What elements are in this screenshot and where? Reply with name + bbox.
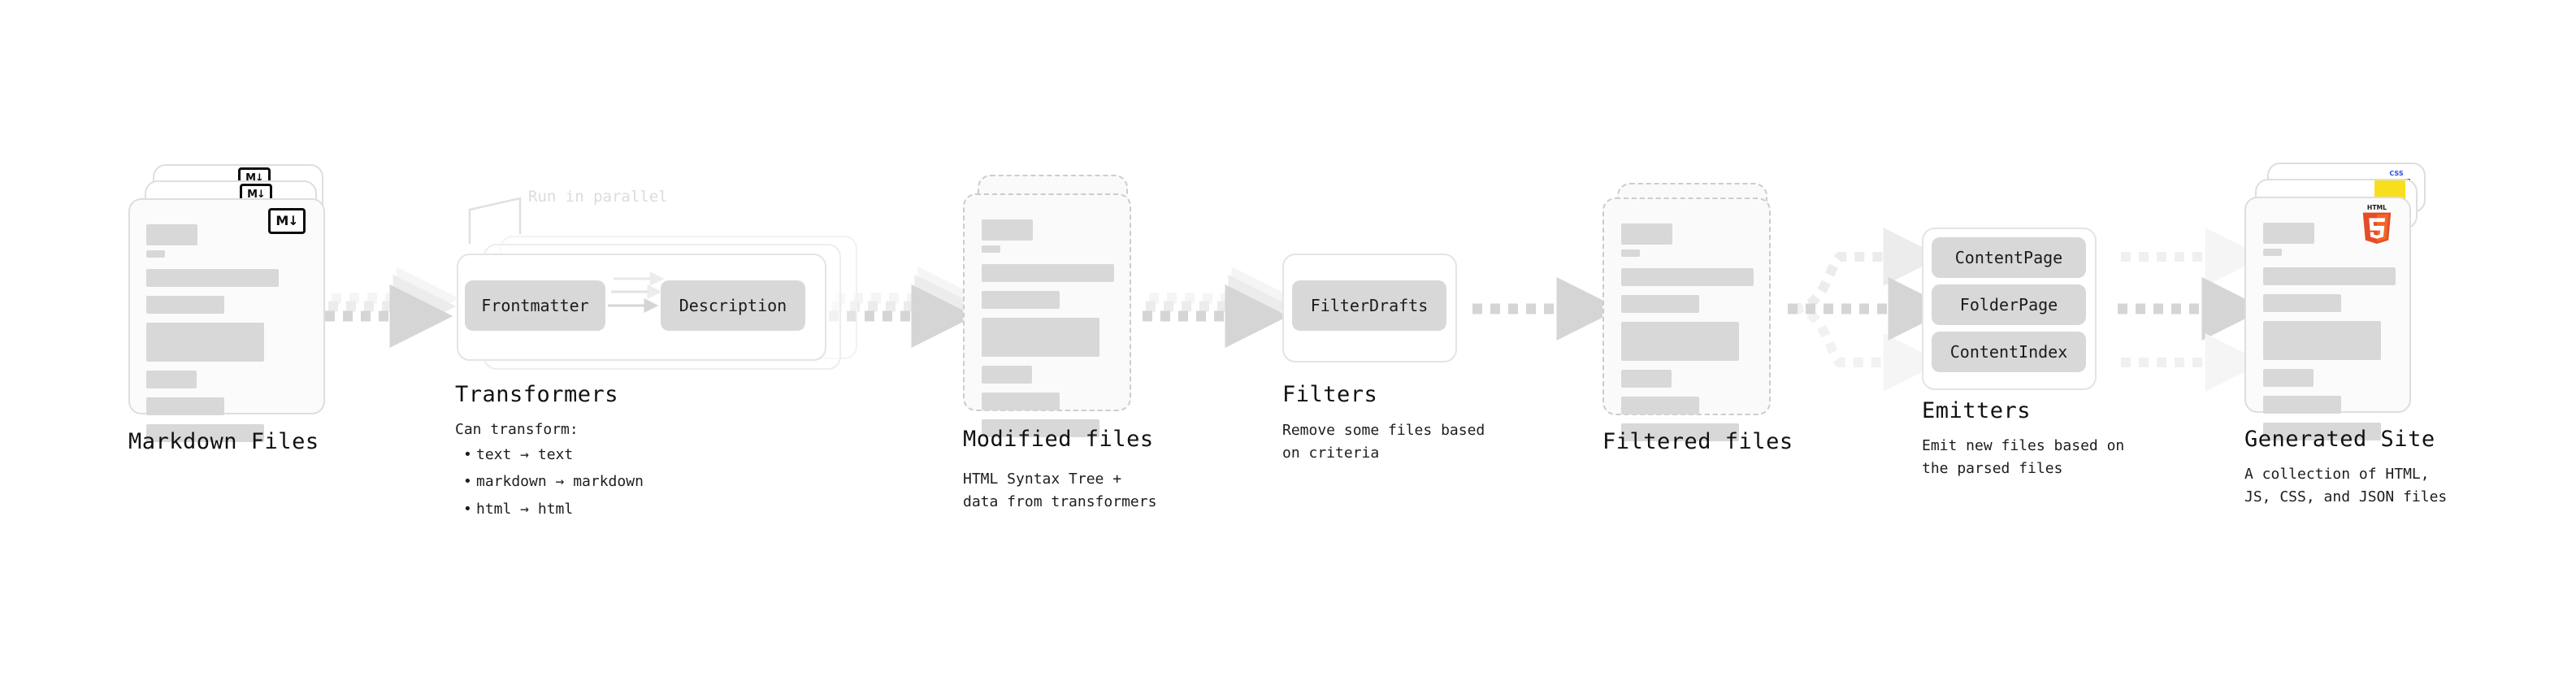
content-bar	[982, 419, 1099, 437]
content-bar	[146, 397, 224, 415]
stage-title-modified-files: Modified files	[963, 427, 1154, 452]
stage-subtitle-modified-files: HTML Syntax Tree + data from transformer…	[963, 471, 1157, 510]
connector-filtered-to-emitters	[1788, 228, 1952, 392]
filter-pill-filterdrafts[interactable]: FilterDrafts	[1292, 280, 1446, 331]
content-bar	[982, 291, 1060, 309]
content-bar	[1621, 322, 1739, 361]
stage-title-generated-site: Generated Site	[2244, 427, 2435, 452]
transformers-list-head: Can transform:	[455, 421, 579, 438]
content-bar	[2263, 423, 2381, 440]
content-bar	[982, 264, 1114, 282]
content-bar	[146, 250, 165, 258]
stage-title-markdown-files: Markdown Files	[128, 429, 319, 454]
bullet-dot-icon: •	[463, 473, 472, 491]
content-bar	[982, 393, 1060, 410]
content-bar	[2263, 321, 2381, 360]
markdown-icon-label: M↓	[275, 213, 298, 228]
list-item: •text → text	[463, 441, 644, 468]
connector-emitters-to-site	[2118, 228, 2266, 392]
content-bar	[982, 219, 1033, 241]
content-bar	[982, 366, 1032, 384]
emitter-pill-folderpage[interactable]: FolderPage	[1932, 284, 2086, 325]
content-bar	[146, 224, 197, 245]
emitter-pill-contentpage[interactable]: ContentPage	[1932, 237, 2086, 278]
stage-title-emitters: Emitters	[1922, 398, 2032, 423]
content-bar	[2263, 396, 2341, 414]
content-bar	[2263, 267, 2396, 285]
stage-subtitle-emitters: Emit new files based on the parsed files	[1922, 437, 2125, 477]
markdown-icon-label-mid: M↓	[247, 189, 266, 201]
content-bar	[146, 269, 279, 287]
content-bar	[1621, 397, 1699, 414]
content-bar	[146, 323, 264, 362]
modified-card-content	[982, 219, 1120, 446]
content-bar	[146, 371, 197, 388]
list-item-label: text → text	[476, 446, 574, 463]
list-item-label: markdown → markdown	[476, 473, 644, 491]
transformer-pill-description[interactable]: Description	[661, 280, 805, 331]
site-card-content	[2263, 223, 2401, 449]
stage-title-filters: Filters	[1282, 382, 1378, 407]
run-in-parallel-label: Run in parallel	[528, 188, 668, 206]
bullet-dot-icon: •	[463, 446, 472, 463]
list-item-label: html → html	[476, 500, 574, 518]
connector-modified-to-filters	[1143, 267, 1295, 348]
content-bar	[2263, 223, 2314, 244]
bullet-dot-icon: •	[463, 500, 472, 518]
stage-subtitle-generated-site: A collection of HTML, JS, CSS, and JSON …	[2244, 466, 2448, 505]
markdown-card-content	[146, 224, 309, 451]
content-bar	[1621, 295, 1699, 313]
stage-title-filtered-files: Filtered files	[1602, 429, 1793, 454]
content-bar	[1621, 223, 1672, 245]
content-bar	[1621, 268, 1754, 286]
content-bar	[982, 245, 1000, 253]
html5-icon: HTML	[2358, 202, 2396, 247]
list-item: •markdown → markdown	[463, 468, 644, 495]
transformers-list: •text → text •markdown → markdown •html …	[463, 441, 644, 523]
emitter-pill-contentindex[interactable]: ContentIndex	[1932, 332, 2086, 372]
filtered-card-content	[1621, 223, 1759, 450]
content-bar	[2263, 249, 2282, 256]
content-bar	[1621, 370, 1672, 388]
content-bar	[146, 424, 264, 442]
content-bar	[146, 296, 224, 314]
markdown-icon: M↓	[268, 208, 306, 234]
transformer-pill-frontmatter[interactable]: Frontmatter	[465, 280, 605, 331]
content-bar	[1621, 423, 1739, 441]
content-bar	[2263, 369, 2314, 387]
content-bar	[982, 318, 1099, 357]
css3-icon-label: CSS	[2389, 170, 2404, 177]
svg-text:HTML: HTML	[2367, 204, 2387, 211]
content-bar	[1621, 249, 1640, 257]
list-item: •html → html	[463, 496, 644, 523]
content-bar	[2263, 294, 2341, 312]
stage-title-transformers: Transformers	[455, 382, 619, 407]
stage-subtitle-filters: Remove some files based on criteria	[1282, 422, 1485, 462]
